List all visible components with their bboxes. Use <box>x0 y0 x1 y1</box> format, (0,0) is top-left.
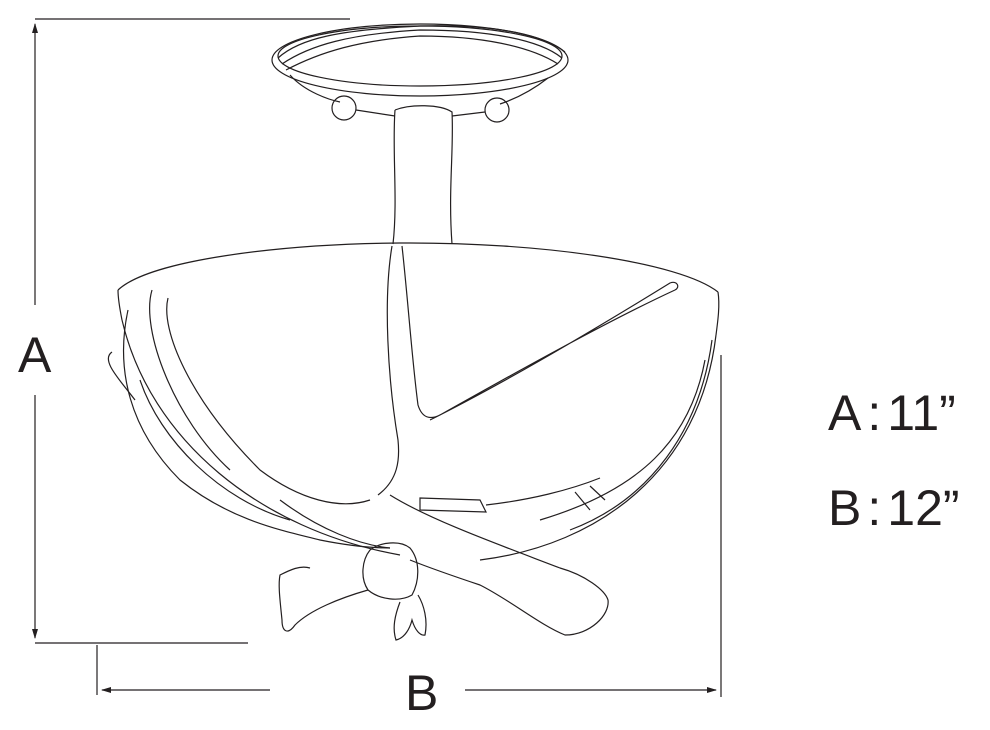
dimension-b-label: B <box>405 665 439 721</box>
spec-a-value: 11” <box>887 385 956 441</box>
spec-b-letter: B <box>828 480 862 536</box>
antlers <box>107 245 713 641</box>
bowl <box>117 242 720 561</box>
dimension-b-line <box>96 355 722 697</box>
stem <box>392 105 454 245</box>
spec-a: A:11” <box>828 388 956 438</box>
dimension-a-label: A <box>18 327 52 383</box>
spec-b-value: 12” <box>887 480 960 536</box>
spec-a-letter: A <box>828 385 862 441</box>
spec-b-separator: : <box>867 480 882 536</box>
canopy-ball-left <box>331 95 357 121</box>
canopy <box>271 23 569 123</box>
canopy-ball-right <box>484 97 510 123</box>
spec-a-separator: : <box>867 385 882 441</box>
spec-b: B:12” <box>828 483 960 533</box>
dimension-a-line <box>32 18 350 644</box>
